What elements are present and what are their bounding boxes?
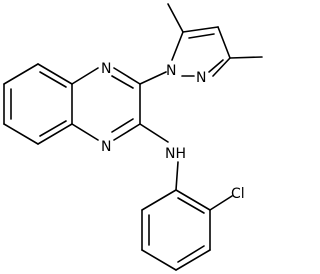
bond [37, 63, 73, 85]
molecule-structure-diagram: N N N N NH Cl [3, 3, 263, 271]
double-bond [111, 75, 134, 89]
double-bond [177, 197, 205, 214]
bond [141, 249, 177, 271]
double-bond [177, 245, 205, 263]
chlorophenyl-ring [141, 189, 233, 271]
bond [71, 123, 99, 141]
atom-label-nitrogen: N [196, 70, 206, 86]
bond [71, 67, 99, 85]
bond [113, 67, 141, 85]
pyrazine-ring [71, 67, 141, 141]
double-bond [39, 71, 67, 88]
bond [3, 123, 39, 145]
benzo-ring [3, 63, 73, 145]
double-bond [111, 118, 134, 133]
bond [175, 249, 211, 271]
double-bond [208, 59, 224, 73]
methyl-bond [167, 3, 184, 33]
bond [182, 26, 219, 33]
bond [171, 31, 184, 61]
bond [141, 189, 177, 211]
methyl-bond [229, 56, 263, 59]
bond-quinoxaline-pyrazole [139, 71, 167, 85]
bond-nh-phenyl [175, 161, 179, 191]
double-bond [39, 120, 67, 137]
atom-label-nitrogen: N [101, 139, 111, 155]
atom-label-nitrogen: N [101, 61, 111, 77]
bond [217, 26, 231, 59]
atom-label-amine: NH [165, 146, 186, 162]
atom-label-chlorine: Cl [231, 186, 245, 202]
double-bond [188, 33, 215, 39]
bond-quinoxaline-nh [139, 123, 169, 143]
bond [212, 57, 231, 77]
bond [113, 123, 141, 141]
atom-label-nitrogen: N [166, 63, 176, 79]
bond [175, 189, 211, 211]
bond-c-cl [209, 195, 233, 211]
bond [3, 63, 39, 85]
bond [37, 123, 73, 145]
pyrazole-ring [167, 3, 263, 77]
